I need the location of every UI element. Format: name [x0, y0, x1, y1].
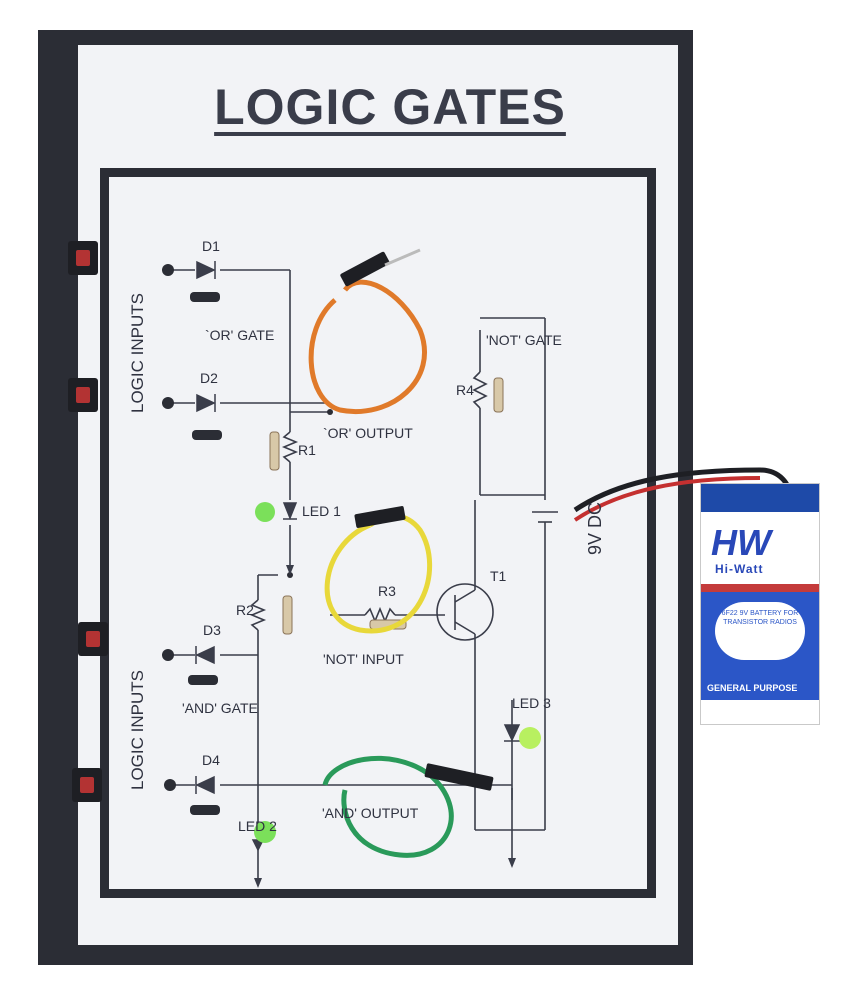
- not-input-label: 'NOT' INPUT: [323, 651, 404, 667]
- push-button-4[interactable]: [72, 768, 102, 802]
- or-output-label: `OR' OUTPUT: [323, 425, 413, 441]
- r4-label: R4: [456, 382, 474, 398]
- logic-inputs-top-label: LOGIC INPUTS: [128, 293, 147, 413]
- battery-subbrand: Hi-Watt: [715, 562, 764, 576]
- led3-label: LED 3: [512, 695, 551, 711]
- and-gate-label: 'AND' GATE: [182, 700, 258, 716]
- battery-terminal-cap: [701, 484, 819, 512]
- circuit-sheet: [78, 45, 678, 945]
- page-title: LOGIC GATES: [214, 79, 566, 135]
- circuit-frame: [100, 168, 656, 898]
- d1-label: D1: [202, 238, 220, 254]
- r1-label: R1: [298, 442, 316, 458]
- battery-stripe: [701, 584, 819, 592]
- voltage-label: 9V DC: [585, 501, 605, 555]
- battery-spec: 6F22 9V BATTERY FOR TRANSISTOR RADIOS: [715, 602, 805, 660]
- r2-label: R2: [236, 602, 254, 618]
- battery-purpose: GENERAL PURPOSE: [707, 683, 798, 693]
- led2-label: LED 2: [238, 818, 277, 834]
- battery-brand: HW: [711, 522, 771, 563]
- battery-9v: HW Hi-Watt 6F22 9V BATTERY FOR TRANSISTO…: [700, 483, 820, 725]
- push-button-1[interactable]: [68, 241, 98, 275]
- t1-label: T1: [490, 568, 507, 584]
- not-gate-label: 'NOT' GATE: [486, 332, 562, 348]
- push-button-3[interactable]: [78, 622, 108, 656]
- logic-inputs-bottom-label: LOGIC INPUTS: [128, 670, 147, 790]
- led1-label: LED 1: [302, 503, 341, 519]
- d4-label: D4: [202, 752, 220, 768]
- push-button-2[interactable]: [68, 378, 98, 412]
- d3-label: D3: [203, 622, 221, 638]
- and-output-label: 'AND' OUTPUT: [322, 805, 419, 821]
- or-gate-label: `OR' GATE: [205, 327, 275, 343]
- d2-label: D2: [200, 370, 218, 386]
- r3-label: R3: [378, 583, 396, 599]
